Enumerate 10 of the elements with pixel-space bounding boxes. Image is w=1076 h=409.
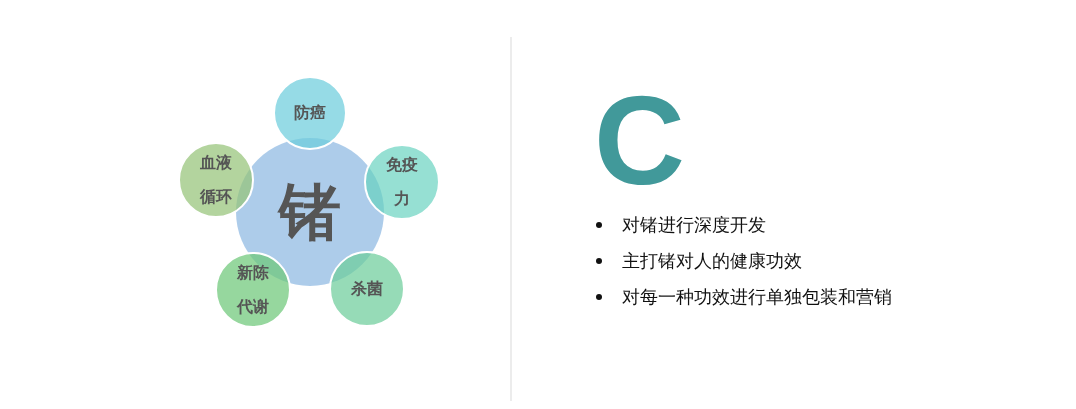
circle-label: 杀菌 [350,278,384,300]
circle-label: 血液循环 [199,152,233,208]
circle-label: 免疫力 [385,154,419,210]
big-letter: C [594,78,685,204]
bullet-text: 对锗进行深度开发 [622,213,766,237]
center-label: 锗 [279,177,341,247]
circle-label: 防癌 [293,102,327,124]
bullet-text: 对每一种功效进行单独包装和营销 [622,285,892,309]
bullet-text: 主打锗对人的健康功效 [622,249,802,273]
circle-label: 新陈代谢 [235,262,270,318]
